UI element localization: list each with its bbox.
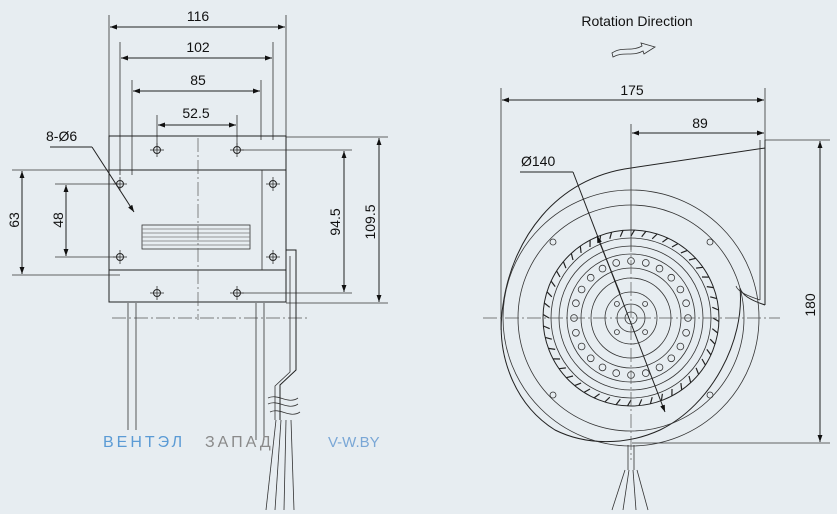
- watermark: ВЕНТЭЛ ЗАПАД V-W.BY: [103, 434, 380, 451]
- dim-48: 48: [50, 212, 66, 228]
- rotation-arrow-icon: [611, 42, 656, 58]
- mounting-holes: [113, 143, 280, 300]
- dim-109-5: 109.5: [362, 204, 378, 239]
- dim-116: 116: [187, 8, 210, 24]
- hub-holes: [614, 300, 648, 336]
- outlet-bracket: [279, 249, 297, 420]
- holes-label: 8-Ø6: [46, 128, 77, 144]
- watermark-site: V-W.BY: [328, 434, 380, 451]
- side-view: 116 102 85 52.5 8-Ø6: [6, 8, 388, 511]
- impeller-blades: [542, 229, 720, 407]
- front-view: Rotation Direction 175 89 180: [483, 13, 830, 511]
- dim-52-5: 52.5: [182, 105, 209, 121]
- dim-175: 175: [620, 82, 644, 98]
- dim-102: 102: [186, 39, 210, 55]
- scroll-housing: [500, 140, 766, 443]
- impeller-rivets: [570, 257, 692, 379]
- watermark-brand-blue: ВЕНТЭЛ: [103, 434, 185, 451]
- diameter-label: Ø140: [521, 153, 555, 169]
- power-cable-front: [611, 445, 649, 511]
- housing-side: [108, 135, 287, 303]
- power-cable-side: [265, 396, 301, 511]
- dim-94-5: 94.5: [327, 208, 343, 235]
- dim-180: 180: [802, 293, 818, 317]
- rotation-direction-title: Rotation Direction: [581, 13, 692, 29]
- dim-85: 85: [190, 72, 206, 88]
- dim-63: 63: [6, 212, 22, 228]
- dim-89: 89: [692, 115, 708, 131]
- watermark-brand-gray: ЗАПАД: [205, 434, 274, 451]
